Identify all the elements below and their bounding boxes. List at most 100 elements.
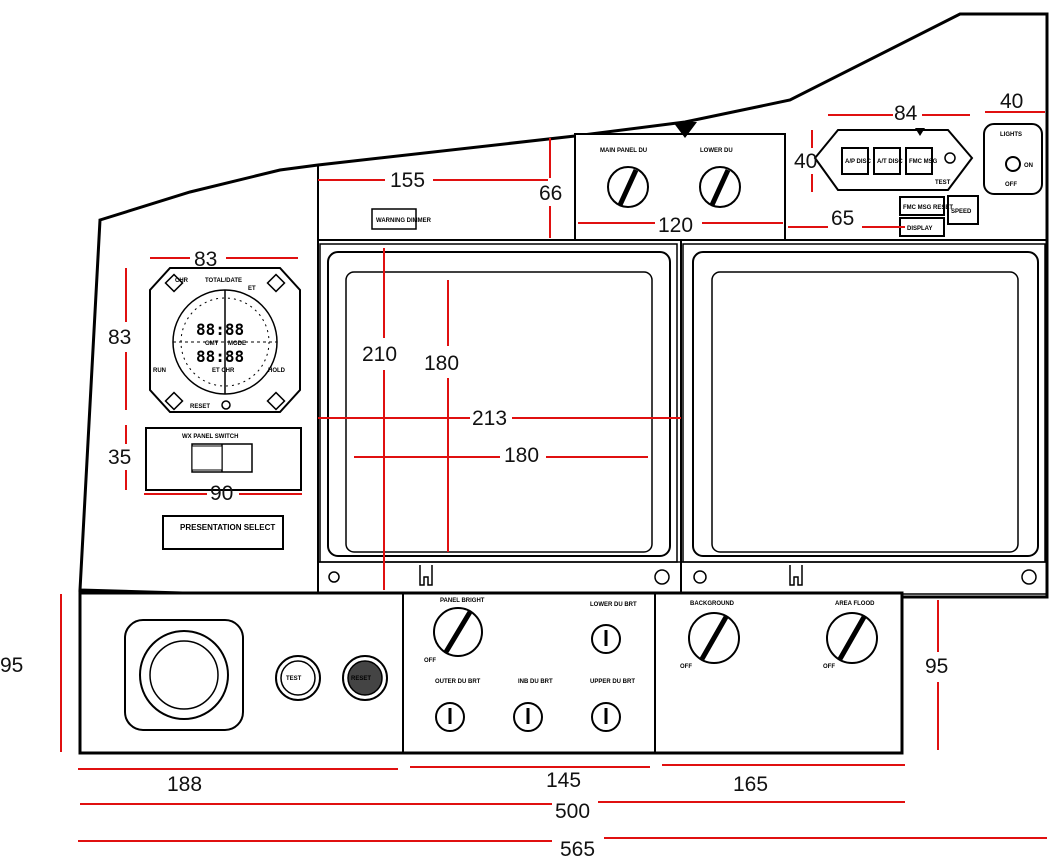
reset-button: RESET	[351, 676, 371, 682]
svg-text:WX PANEL SWITCH: WX PANEL SWITCH	[182, 434, 238, 440]
svg-text:GMT: GMT	[205, 341, 219, 347]
svg-text:UPPER DU BRT: UPPER DU BRT	[590, 679, 635, 685]
background-knob[interactable]: BACKGROUND OFF	[680, 601, 740, 670]
svg-text:OFF: OFF	[1005, 182, 1017, 188]
dim-40-horizontal: 40	[1000, 90, 1023, 113]
test-button-group[interactable]: TEST	[275, 655, 321, 701]
svg-text:AREA FLOOD: AREA FLOOD	[835, 601, 875, 607]
svg-text:ON: ON	[1024, 163, 1033, 169]
svg-text:DISPLAY: DISPLAY	[907, 226, 932, 232]
dim-165: 165	[733, 773, 768, 796]
inb-du-knob[interactable]: INB DU BRT	[513, 679, 553, 732]
warning-dimmer-box: WARNING DIMMER	[371, 208, 432, 230]
fmc-msg-reset-button[interactable]	[899, 196, 945, 216]
right-du-knob-right[interactable]	[1021, 569, 1037, 585]
svg-text:ET: ET	[248, 286, 256, 292]
upper-du-knob[interactable]: UPPER DU BRT	[590, 679, 635, 732]
left-du-knob-left[interactable]	[328, 571, 340, 583]
lights-toggle[interactable]	[1005, 156, 1021, 172]
dim-145: 145	[546, 769, 581, 792]
svg-text:RUN: RUN	[153, 368, 166, 374]
dimension-labels: 155 66 120 84 40 40 65 83 83 35 90 210 1…	[0, 90, 1023, 858]
display-unit-left	[317, 243, 682, 595]
dim-95-right: 95	[925, 655, 948, 678]
clock-instrument: TOTAL/DATE CHR ET 88:88 GMT MODE 88:88 E…	[149, 267, 301, 413]
svg-text:SPEED: SPEED	[951, 209, 972, 215]
svg-text:OFF: OFF	[424, 658, 436, 664]
cursor-control	[124, 619, 244, 731]
dim-95-left: 95	[0, 654, 23, 677]
test-button: TEST	[286, 676, 302, 682]
clock-reset-button[interactable]	[221, 400, 231, 410]
fmc-msg-button[interactable]	[905, 147, 933, 175]
dim-180-vertical: 180	[424, 352, 459, 375]
svg-text:OUTER DU BRT: OUTER DU BRT	[435, 679, 481, 685]
panel-bright-knob[interactable]: PANEL BRIGHT OFF	[424, 598, 485, 664]
svg-text:CHR: CHR	[175, 278, 189, 284]
cursor-trackball[interactable]	[149, 640, 219, 710]
svg-text:FMC MSG: FMC MSG	[909, 159, 938, 165]
dim-120: 120	[658, 214, 693, 237]
autopilot-cluster: A/P DISC A/T DISC FMC MSG TEST	[813, 128, 974, 191]
left-display-screen[interactable]	[345, 271, 653, 553]
indicator-triangle	[673, 122, 697, 138]
svg-text:BACKGROUND: BACKGROUND	[690, 601, 735, 607]
clock-et-button[interactable]	[266, 273, 286, 293]
svg-text:A/T DISC: A/T DISC	[877, 159, 903, 165]
presentation-select-placard: PRESENTATION SELECT	[162, 515, 284, 550]
dimension-lines	[60, 111, 1047, 842]
dim-90: 90	[210, 482, 233, 505]
dim-565: 565	[560, 838, 595, 858]
outer-du-knob[interactable]: OUTER DU BRT	[435, 679, 481, 732]
dim-180-horizontal: 180	[504, 444, 539, 467]
area-flood-knob[interactable]: AREA FLOOD OFF	[823, 601, 878, 670]
svg-text:LOWER DU BRT: LOWER DU BRT	[590, 602, 637, 608]
svg-text:OFF: OFF	[680, 664, 692, 670]
right-display-screen[interactable]	[711, 271, 1019, 553]
dim-40-vertical: 40	[794, 150, 817, 173]
svg-text:PRESENTATION SELECT: PRESENTATION SELECT	[180, 523, 275, 532]
dim-210: 210	[362, 343, 397, 366]
top-knob-1[interactable]	[607, 166, 649, 208]
svg-text:RESET: RESET	[190, 404, 210, 410]
reset-button-group[interactable]: RESET	[342, 655, 388, 701]
svg-text:A/P DISC: A/P DISC	[845, 159, 872, 165]
wx-panel-switch[interactable]	[191, 445, 223, 471]
ap-disc-button[interactable]	[841, 147, 869, 175]
svg-text:PANEL BRIGHT: PANEL BRIGHT	[440, 598, 485, 604]
wx-switch-box: WX PANEL SWITCH	[145, 427, 302, 491]
clock-run-button[interactable]	[164, 391, 184, 411]
dim-84: 84	[894, 102, 918, 125]
svg-text:INB DU BRT: INB DU BRT	[518, 679, 553, 685]
test-switch[interactable]	[944, 152, 956, 164]
dim-35: 35	[108, 446, 131, 469]
lower-du-knob[interactable]: LOWER DU BRT	[590, 602, 637, 654]
knob1-title: MAIN PANEL DU	[600, 148, 647, 154]
svg-text:OFF: OFF	[823, 664, 835, 670]
svg-text:LIGHTS: LIGHTS	[1000, 132, 1022, 138]
right-du-knob-left[interactable]	[693, 570, 707, 584]
svg-text:88:88: 88:88	[196, 320, 244, 339]
dim-155: 155	[390, 169, 425, 192]
svg-text:HOLD: HOLD	[268, 368, 286, 374]
lights-switch: LIGHTS ON OFF	[983, 123, 1043, 195]
svg-text:TOTAL/DATE: TOTAL/DATE	[205, 278, 242, 284]
annunciator-group: FMC MSG RESET DISPLAY SPEED	[899, 195, 979, 237]
dim-66: 66	[539, 182, 562, 205]
svg-text:MODE: MODE	[228, 341, 246, 347]
dim-213: 213	[472, 407, 507, 430]
top-knob-2[interactable]	[699, 166, 741, 208]
knob2-title: LOWER DU	[700, 148, 733, 154]
at-disc-button[interactable]	[873, 147, 901, 175]
dim-500: 500	[555, 800, 590, 823]
svg-text:FMC MSG RESET: FMC MSG RESET	[903, 205, 953, 211]
svg-text:WARNING DIMMER: WARNING DIMMER	[376, 218, 432, 224]
dim-188: 188	[167, 773, 202, 796]
clock-chr-button[interactable]	[164, 273, 184, 293]
speed-button[interactable]	[947, 195, 979, 225]
clock-hold-button[interactable]	[266, 391, 286, 411]
left-du-knob-right[interactable]	[654, 569, 670, 585]
svg-text:TEST: TEST	[935, 180, 951, 186]
